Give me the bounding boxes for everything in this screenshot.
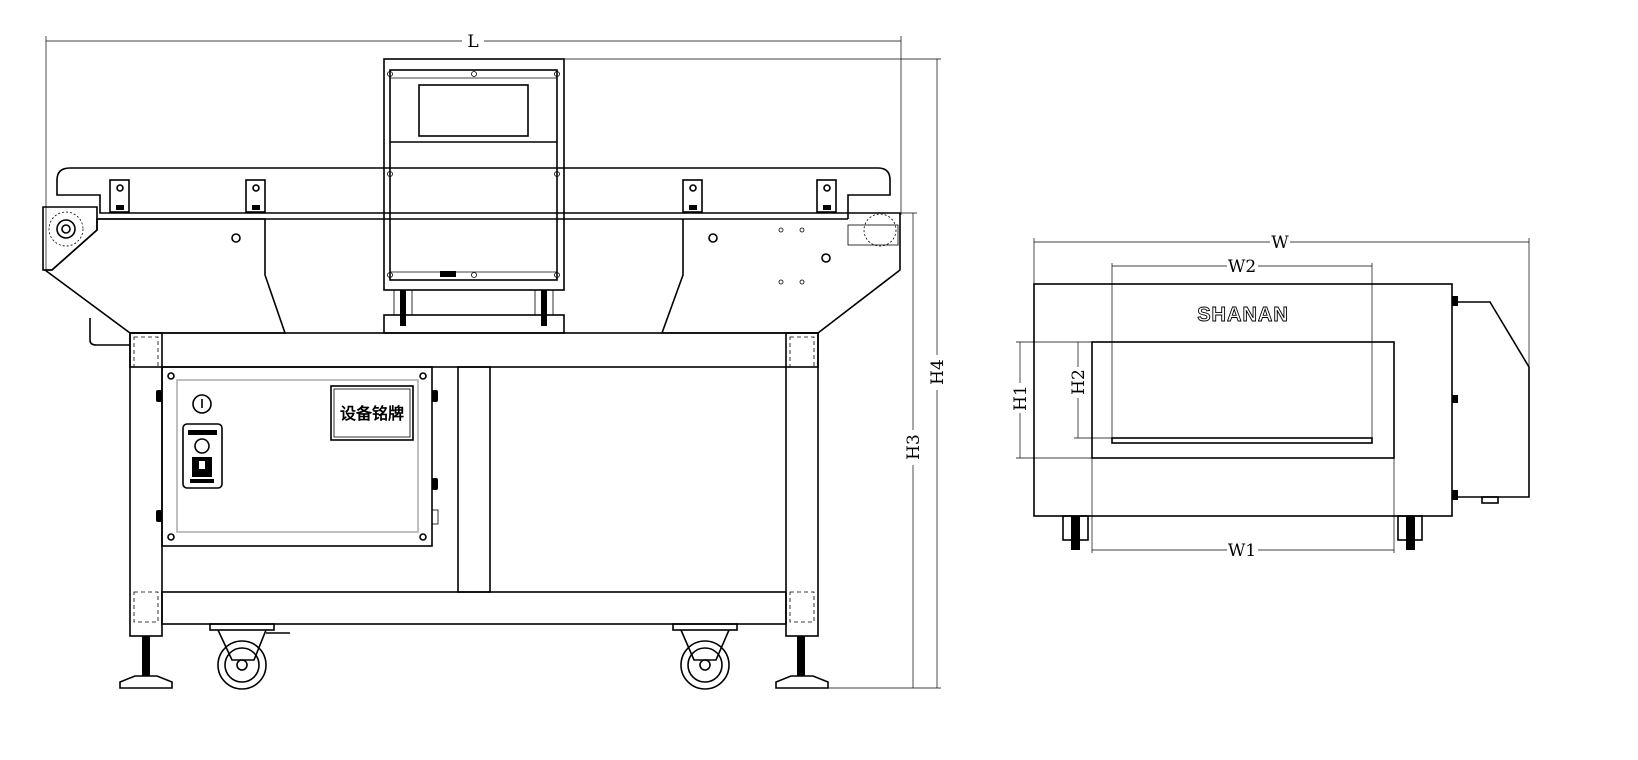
leveling-foot (119, 636, 829, 689)
control-box-side (1452, 296, 1530, 504)
dimension-label-h4: H4 (928, 359, 948, 385)
dimension-label-w1: W1 (1228, 541, 1256, 561)
nameplate-text: 设备铭牌 (340, 404, 404, 423)
dimension-label-w2: W2 (1228, 257, 1256, 277)
dimension-h4: H4 (563, 58, 948, 689)
dimension-label-h3: H3 (904, 434, 924, 460)
detection-aperture (1091, 341, 1395, 459)
dimension-l: L (45, 32, 902, 270)
dimension-h2: H2 (1069, 342, 1112, 439)
power-switch-icon (192, 394, 212, 414)
caster-wheel (209, 623, 738, 690)
speed-controller (182, 423, 223, 489)
conveyor-cover (56, 167, 891, 220)
dimension-h1: H1 (1011, 341, 1092, 459)
dimension-w1: W1 (1091, 458, 1395, 561)
belt-bracket (109, 179, 837, 213)
dimension-w2: W2 (1111, 257, 1373, 443)
detector-head (383, 58, 565, 334)
detector-body: SHANAN (1033, 283, 1453, 517)
table-stand (129, 332, 819, 637)
brand-logo: SHANAN (1197, 304, 1289, 326)
dimension-label-w: W (1271, 233, 1289, 253)
dimension-h3: H3 (900, 212, 924, 688)
side-feet (1062, 515, 1423, 550)
dimension-w: W (1033, 233, 1530, 367)
front-view: L H4 H3 (42, 32, 948, 690)
nameplate: 设备铭牌 (330, 385, 414, 441)
dimension-label-h1: H1 (1011, 385, 1031, 411)
dimension-label-l: L (467, 32, 478, 52)
dimension-label-h2: H2 (1069, 369, 1089, 395)
side-view: W W2 W1 H1 H2 (1011, 233, 1530, 561)
electrical-cabinet: 设备铭牌 (156, 366, 439, 547)
display-screen (418, 84, 529, 137)
